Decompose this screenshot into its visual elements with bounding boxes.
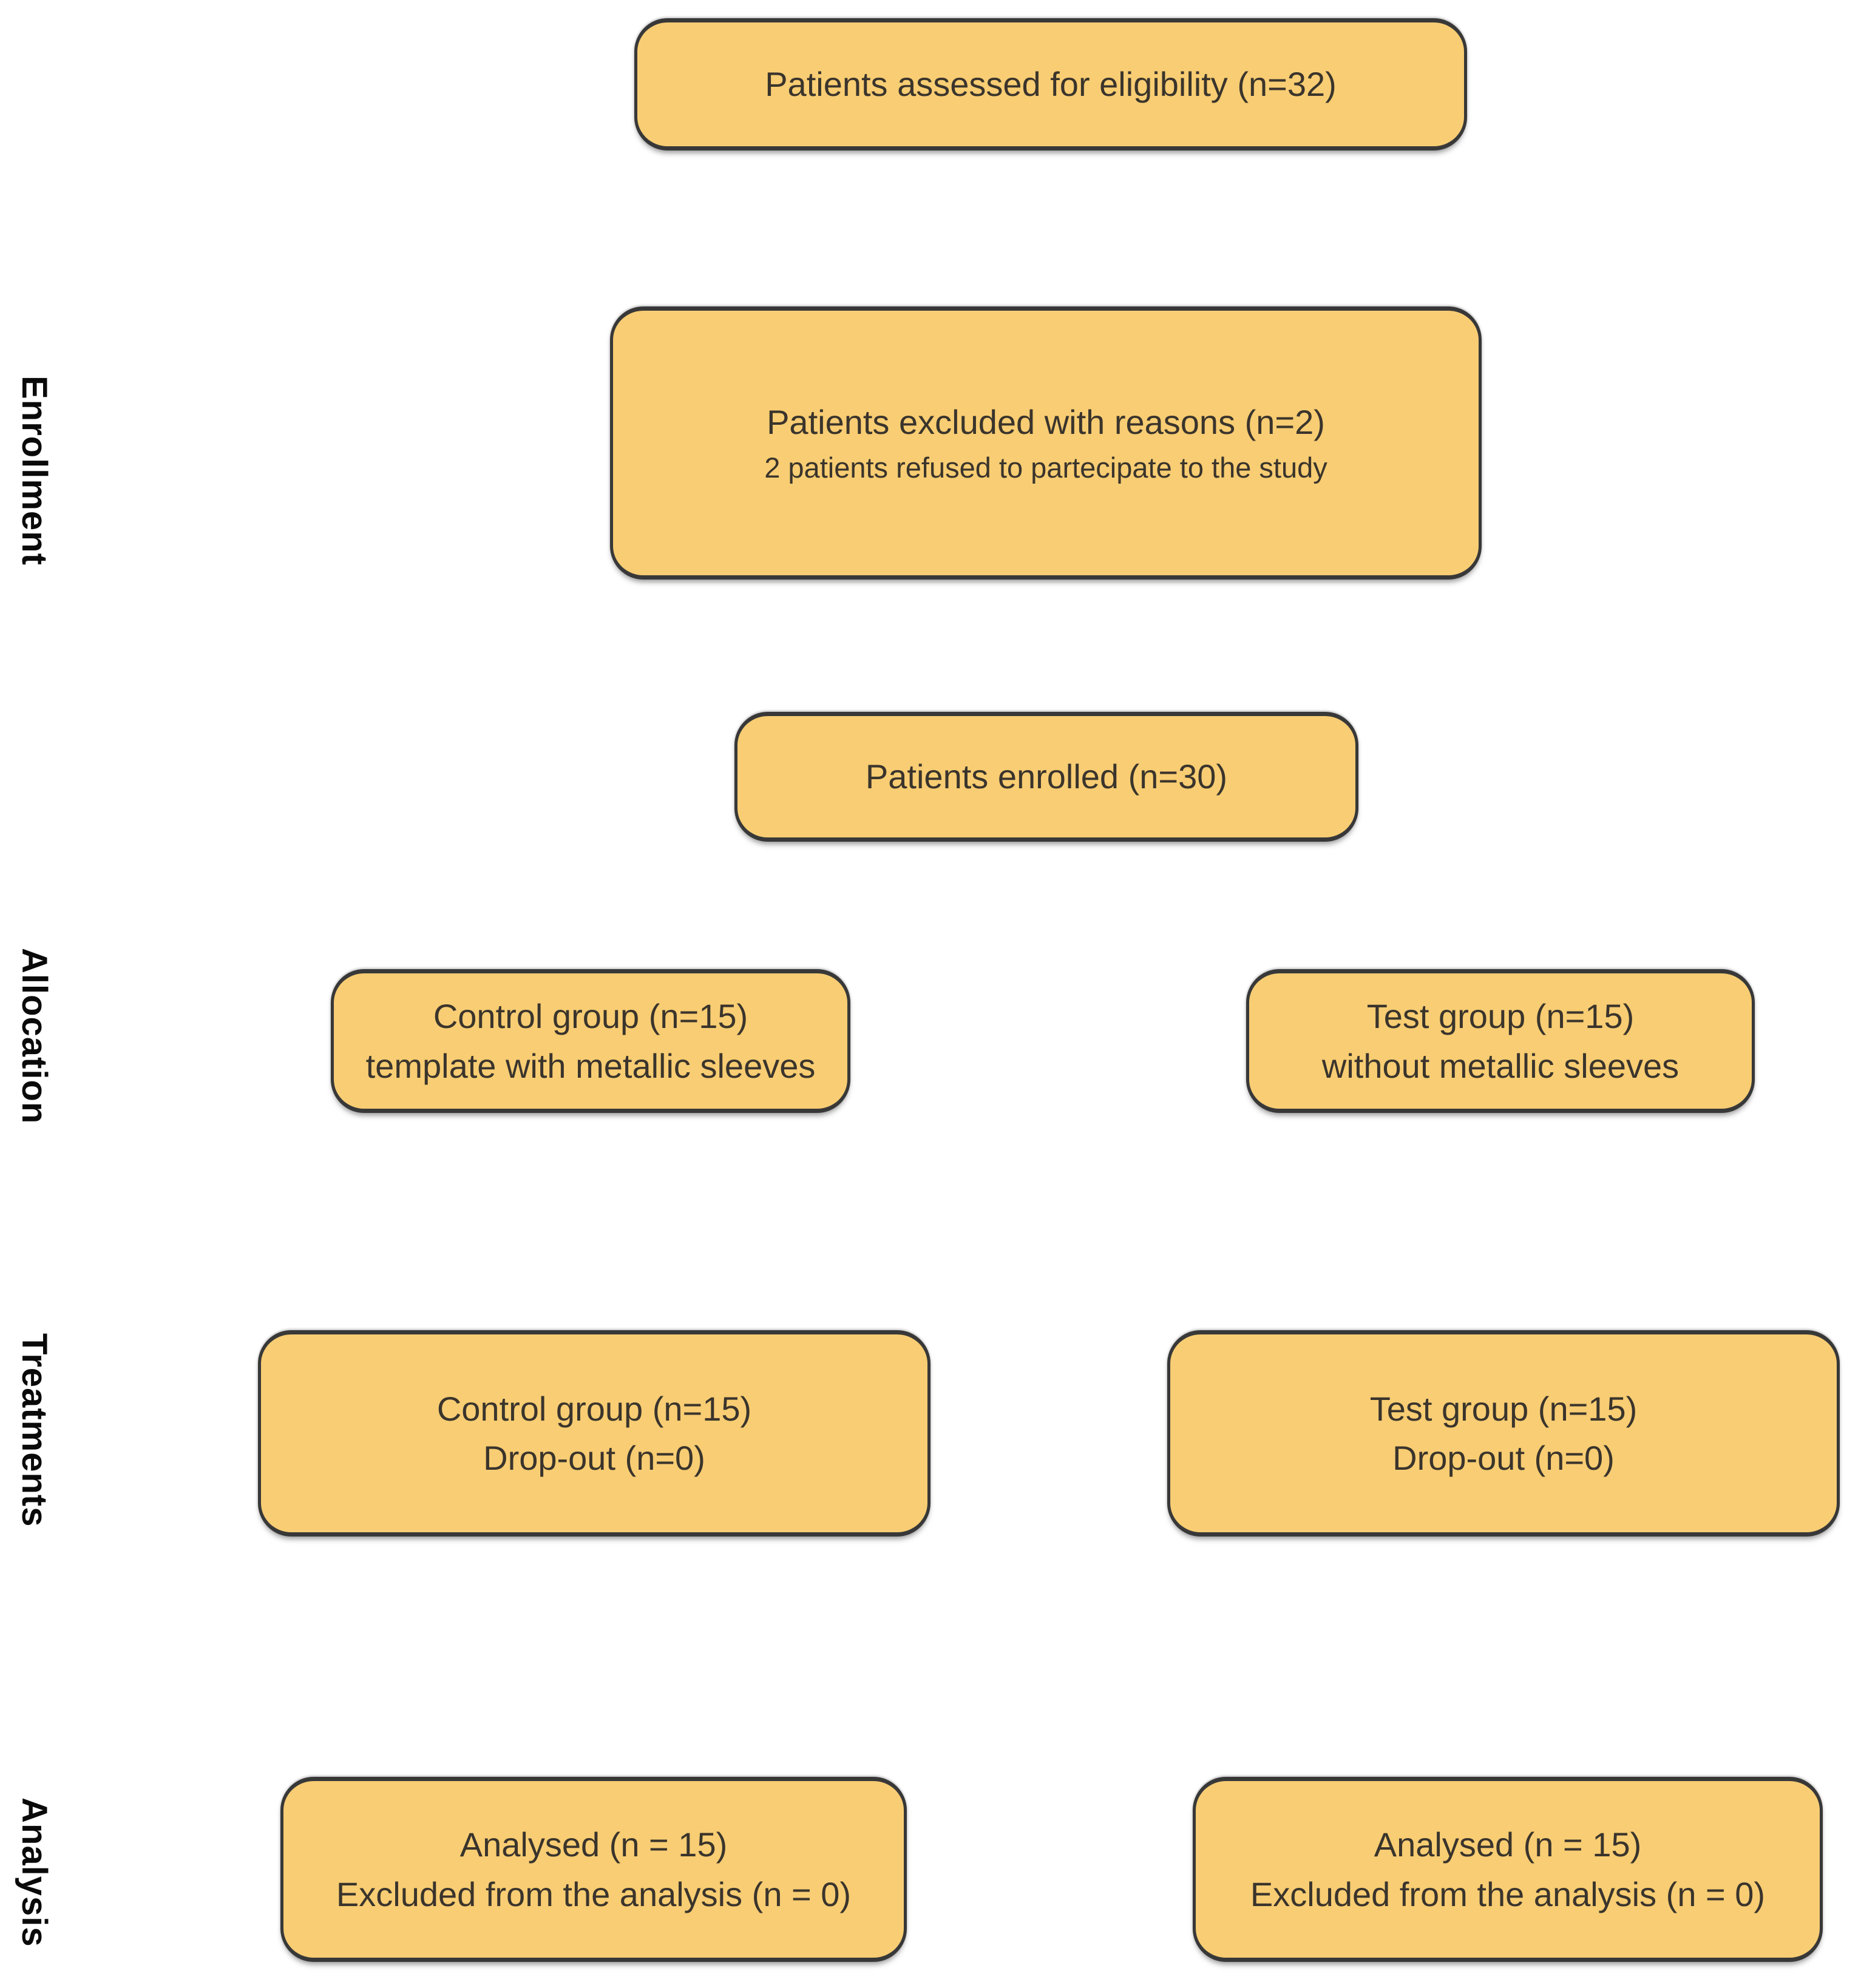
box-analysis-test-group: Analysed (n = 15) Excluded from the anal… — [1193, 1777, 1823, 1962]
box-patients-excluded: Patients excluded with reasons (n=2) 2 p… — [610, 306, 1482, 580]
box-text-line: without metallic sleeves — [1321, 1046, 1680, 1085]
box-analysis-control-group: Analysed (n = 15) Excluded from the anal… — [280, 1777, 907, 1962]
box-text-subline: 2 patients refused to partecipate to the… — [764, 451, 1327, 484]
box-text-line: Drop-out (n=0) — [483, 1439, 705, 1477]
stage-label-enrollment: Enrollment — [15, 375, 54, 566]
box-text-line: Excluded from the analysis (n = 0) — [1250, 1875, 1766, 1913]
box-text-line: Control group (n=15) — [436, 1389, 752, 1428]
stage-label-analysis: Analysis — [15, 1797, 54, 1947]
box-text-line: Test group (n=15) — [1369, 1389, 1638, 1428]
box-text-line: Patients assessed for eligibility (n=32) — [765, 65, 1337, 104]
box-text-line: Drop-out (n=0) — [1392, 1439, 1615, 1477]
box-treatments-control-group: Control group (n=15) Drop-out (n=0) — [258, 1330, 930, 1537]
box-text-line: template with metallic sleeves — [365, 1046, 816, 1085]
box-text-line: Analysed (n = 15) — [1374, 1825, 1642, 1864]
box-allocation-test-group: Test group (n=15) without metallic sleev… — [1246, 969, 1755, 1113]
stage-label-treatments: Treatments — [15, 1333, 54, 1527]
stage-label-allocation: Allocation — [15, 947, 54, 1124]
box-allocation-control-group: Control group (n=15) template with metal… — [331, 969, 850, 1113]
box-text-line: Test group (n=15) — [1366, 997, 1635, 1036]
box-text-line: Patients enrolled (n=30) — [865, 757, 1228, 796]
box-text-line: Excluded from the analysis (n = 0) — [336, 1875, 852, 1913]
box-patients-assessed-for-eligibility: Patients assessed for eligibility (n=32) — [634, 18, 1467, 150]
box-patients-enrolled: Patients enrolled (n=30) — [734, 712, 1358, 842]
box-text-line: Control group (n=15) — [433, 997, 748, 1036]
box-treatments-test-group: Test group (n=15) Drop-out (n=0) — [1167, 1330, 1840, 1537]
box-text-line: Analysed (n = 15) — [459, 1825, 728, 1864]
box-text-line: Patients excluded with reasons (n=2) — [767, 403, 1325, 442]
